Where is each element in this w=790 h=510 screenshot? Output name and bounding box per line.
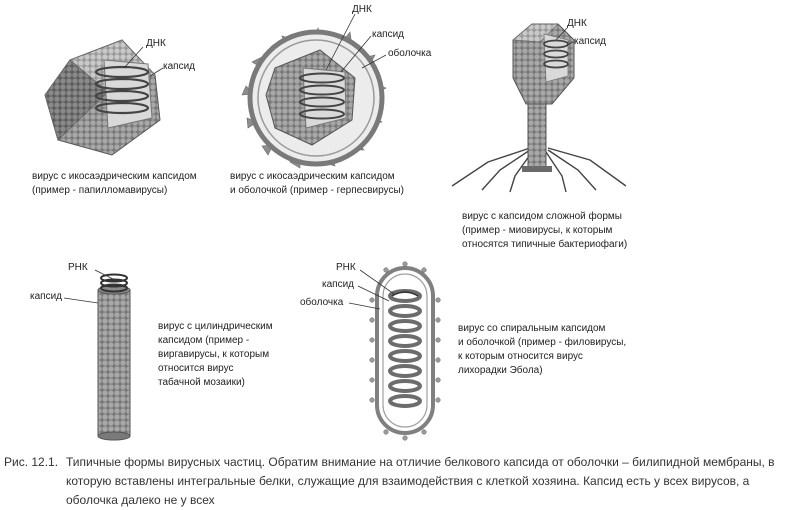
papilloma-caption: вирус с икосаэдрическим капсидом (пример… — [32, 171, 197, 196]
dna-coil — [94, 65, 150, 115]
tail-fibers — [451, 147, 627, 193]
papilloma-capsid-label: капсид — [163, 61, 195, 72]
tobacco-caption: вирус с цилиндрическим капсидом (пример … — [158, 321, 273, 388]
tmv-capsid-label: капсид — [30, 291, 62, 302]
phage-dna-label: ДНК — [567, 18, 587, 29]
filo-rna-label: РНК — [336, 262, 356, 273]
filo-envelope-label: оболочка — [300, 297, 344, 308]
herpes-caption: вирус с икосаэдрическим капсидом и оболо… — [230, 171, 404, 196]
envelope-knobs — [369, 261, 441, 441]
figure-number: Рис. 12.1. — [4, 455, 59, 469]
filovirus-drawing — [348, 261, 441, 441]
herpes-capsid-label: капсид — [372, 29, 404, 40]
tmv-rna-label: РНК — [68, 262, 88, 273]
helical-capsid — [388, 289, 422, 408]
phage-caption: вирус с капсидом сложной формы (пример -… — [462, 211, 628, 250]
tobacco-mosaic-virus-drawing — [63, 269, 131, 441]
herpes-envelope-label: оболочка — [388, 48, 432, 59]
papilloma-dna-label: ДНК — [146, 38, 166, 49]
herpesvirus-drawing — [241, 13, 387, 169]
phage-capsid-label: капсид — [574, 36, 606, 47]
rna-coil — [100, 273, 128, 293]
papillomavirus-drawing — [44, 39, 164, 156]
filo-capsid-label: капсид — [322, 279, 354, 290]
bacteriophage-drawing — [451, 23, 627, 193]
filo-caption: вирус со спиральным капсидом и оболочкой… — [458, 323, 627, 376]
herpes-dna-label: ДНК — [352, 4, 372, 15]
figure-text: Типичные формы вирусных частиц. Обратим … — [66, 455, 775, 507]
